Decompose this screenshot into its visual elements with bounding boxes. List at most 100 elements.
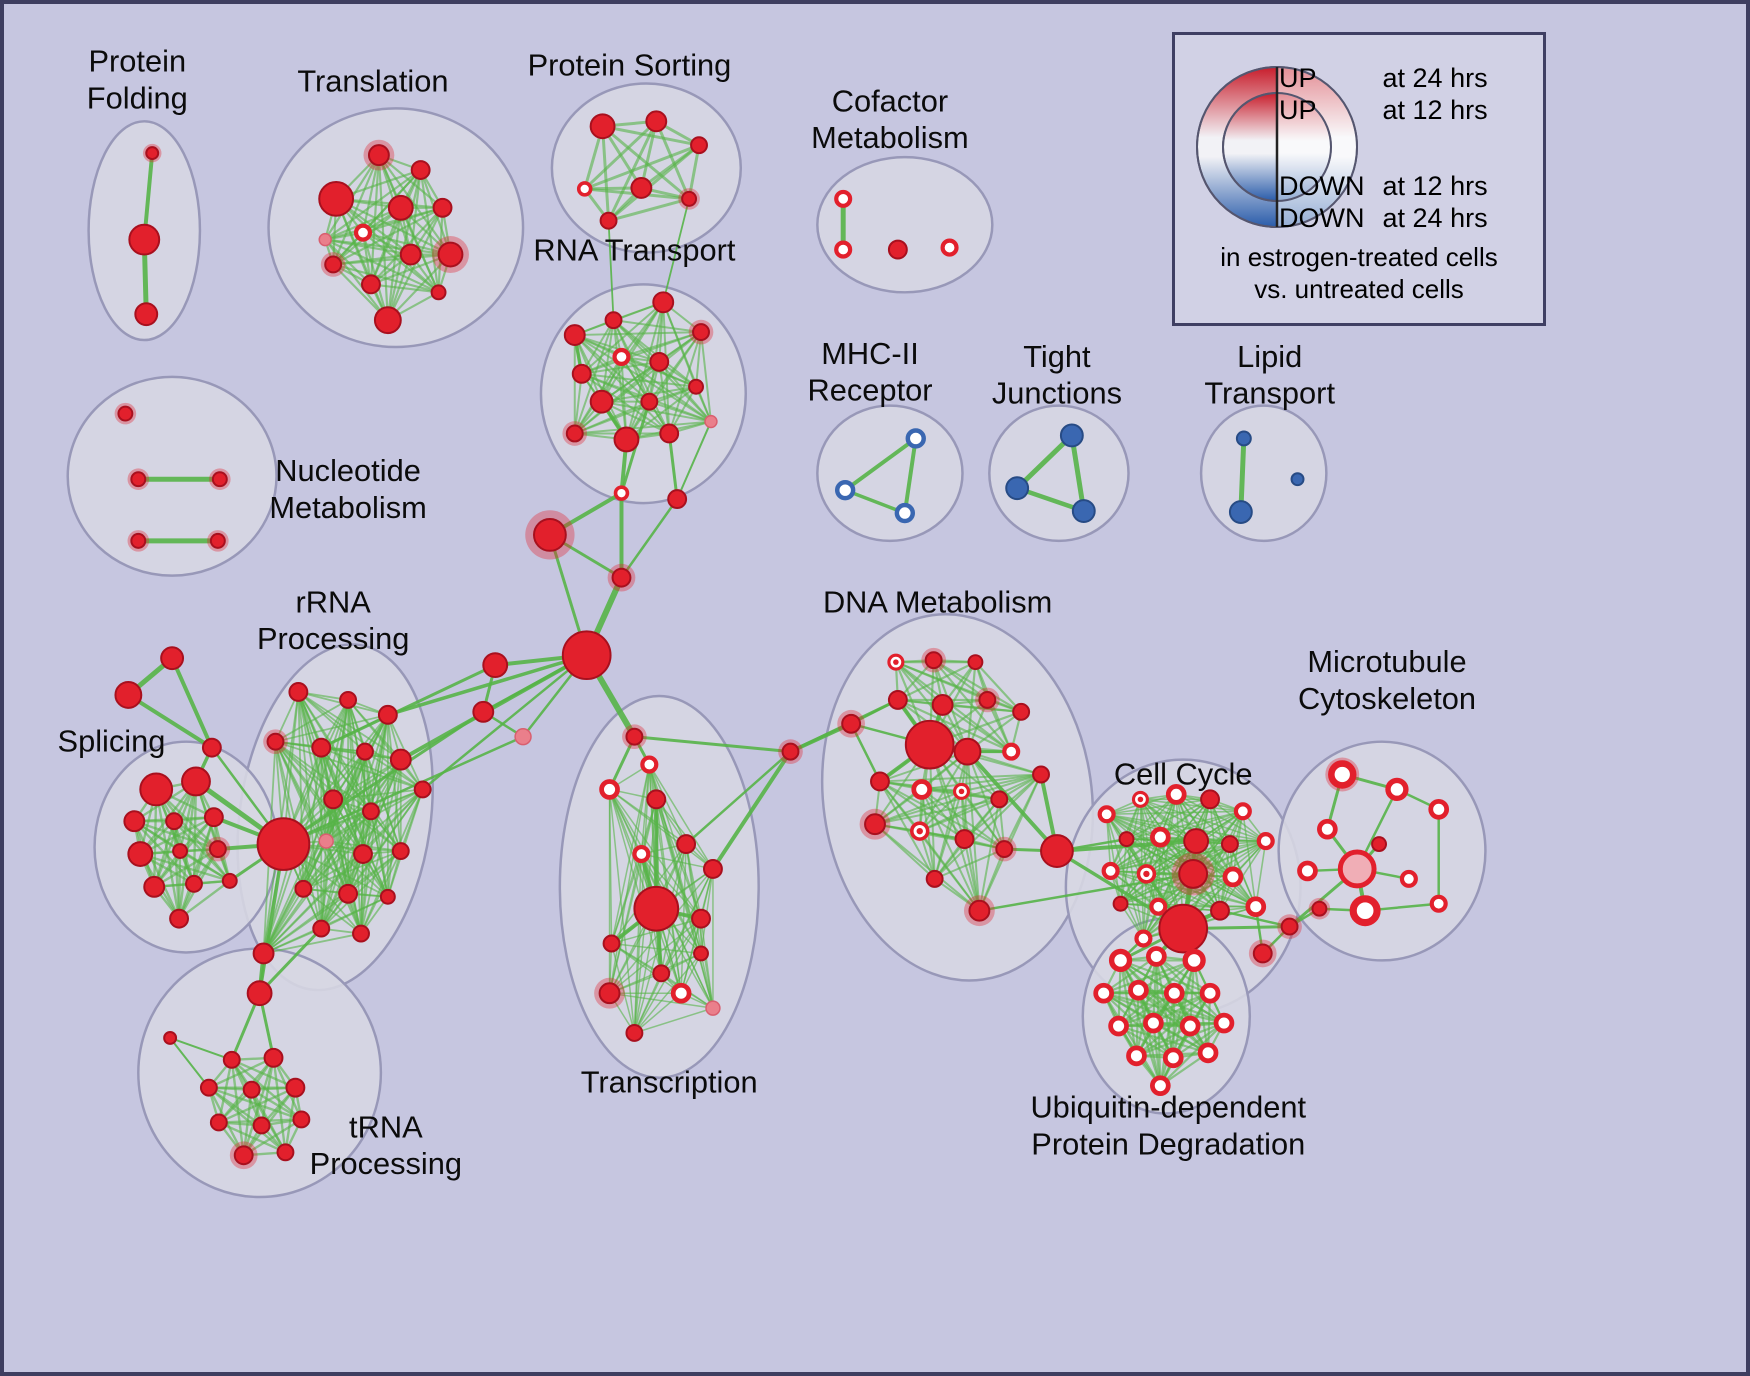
edge — [169, 1036, 233, 1061]
edge — [700, 331, 712, 423]
edge — [126, 692, 214, 750]
edge — [573, 334, 671, 435]
node-up — [311, 737, 332, 758]
cluster-label-rrna-processing: Processing — [257, 621, 409, 656]
node-up — [263, 1047, 284, 1068]
node-up — [652, 291, 675, 314]
node-up — [266, 732, 285, 751]
cluster-label-tight-junctions: Junctions — [992, 376, 1122, 411]
node-up — [599, 211, 618, 230]
edge — [1125, 798, 1211, 840]
edge — [1218, 909, 1291, 928]
node-up — [169, 908, 190, 929]
node-up — [692, 323, 710, 342]
node-up — [613, 426, 640, 453]
node-up — [134, 302, 159, 327]
node-up — [285, 1077, 306, 1098]
node-ring — [1213, 1012, 1235, 1034]
node-up — [123, 810, 146, 833]
node-up — [676, 834, 697, 855]
node-up-weak — [705, 1000, 721, 1016]
node-up — [367, 144, 390, 167]
edge — [320, 850, 402, 930]
node-center-dot — [1137, 796, 1144, 803]
edge — [608, 788, 714, 870]
edge — [361, 231, 452, 256]
edge — [1125, 810, 1244, 840]
edge — [364, 750, 389, 898]
cluster-label-cofactor-metabolism: Metabolism — [811, 120, 968, 155]
node-up — [1112, 895, 1129, 912]
node-ring — [1297, 860, 1318, 882]
edge — [918, 798, 1001, 833]
edge — [332, 206, 444, 266]
node-up — [252, 942, 275, 965]
edge — [1152, 992, 1212, 1025]
edge — [978, 848, 1006, 912]
node-up — [1040, 834, 1074, 868]
node-ring — [1399, 869, 1418, 888]
legend-word: UP — [1279, 63, 1317, 93]
edge — [640, 853, 702, 920]
node-ring — [1199, 982, 1221, 1004]
cluster-label-cell-cycle: Cell Cycle — [1114, 756, 1253, 791]
node-up — [925, 869, 944, 888]
edge — [1135, 1021, 1226, 1057]
edge — [1142, 843, 1231, 940]
legend-box: UP at 24 hrs UP at 12 hrs DOWN at 12 hrs… — [1172, 32, 1546, 326]
edge — [932, 659, 1023, 713]
node-up — [864, 813, 886, 836]
edge — [192, 780, 198, 886]
node-up — [130, 532, 147, 549]
edge — [281, 710, 485, 846]
edge — [843, 488, 907, 515]
edge — [1238, 435, 1247, 515]
edge — [1109, 840, 1267, 872]
node-up — [561, 630, 612, 681]
node-up — [127, 841, 154, 867]
edge — [332, 253, 452, 266]
edge — [639, 119, 658, 190]
node-up — [995, 840, 1014, 859]
node-ring — [1182, 948, 1206, 973]
edge — [648, 763, 714, 870]
edge — [580, 372, 671, 435]
node-up — [352, 924, 370, 943]
node-up — [361, 802, 380, 821]
edge — [608, 853, 643, 994]
node-up — [130, 471, 147, 488]
edge — [217, 1086, 297, 1124]
edge — [607, 143, 701, 223]
node-up — [978, 690, 997, 709]
node-up — [323, 789, 344, 810]
cluster-label-splicing: Splicing — [58, 724, 166, 759]
edge — [242, 1056, 275, 1157]
edge — [242, 1118, 303, 1157]
edge — [262, 887, 305, 955]
node-down — [1235, 430, 1252, 447]
edge — [207, 1056, 275, 1089]
edge — [620, 331, 703, 358]
edge — [685, 843, 702, 955]
node-ring — [1126, 1045, 1147, 1067]
node-ring — [940, 238, 959, 257]
edge — [302, 887, 362, 935]
edge — [933, 848, 1006, 880]
node-up-weak — [514, 728, 532, 746]
legend-row-up-24: UP at 24 hrs — [1279, 63, 1488, 94]
node-up — [904, 719, 955, 770]
node-up — [209, 1113, 228, 1132]
edge — [874, 790, 963, 826]
node-up — [221, 872, 238, 889]
edge — [601, 124, 611, 223]
cluster-label-cofactor-metabolism: Cofactor — [832, 83, 948, 118]
edge — [878, 773, 1043, 783]
node-up — [172, 843, 189, 859]
node-down — [1071, 499, 1096, 523]
edge — [874, 798, 1001, 826]
node-ring — [1165, 784, 1187, 805]
node-up — [604, 311, 623, 330]
node-ring — [1179, 1015, 1201, 1037]
node-up-weak — [704, 414, 718, 429]
